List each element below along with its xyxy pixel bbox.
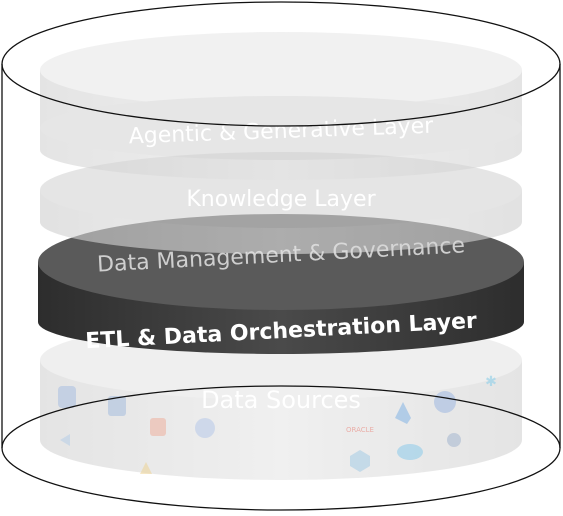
azure-logo-icon: [395, 402, 411, 424]
layer-data-sources-label: Data Sources: [201, 386, 361, 414]
aws-logo-icon: [150, 418, 166, 436]
snowflake-logo-icon: ✱: [485, 374, 497, 390]
hex-logo-icon: [350, 450, 370, 472]
layer-knowledge-label: Knowledge Layer: [186, 187, 376, 212]
salesforce-logo-icon: [397, 444, 423, 460]
layer-agentic: Agentic & Generative Layer: [40, 32, 522, 180]
cloud-logo-icon: [195, 418, 215, 438]
postgres-logo-icon: [447, 433, 461, 447]
arrow-logo-icon: [60, 434, 70, 446]
source-logos: ORACLE ✱: [58, 374, 497, 474]
database-logo-icon: [58, 386, 76, 408]
oracle-logo: ORACLE: [346, 426, 374, 434]
analytics-logo-icon: [140, 462, 152, 474]
cylinder-bottom-rim: [1, 385, 561, 511]
bigquery-logo-icon: [434, 391, 456, 413]
storage-logo-icon: [108, 396, 126, 416]
